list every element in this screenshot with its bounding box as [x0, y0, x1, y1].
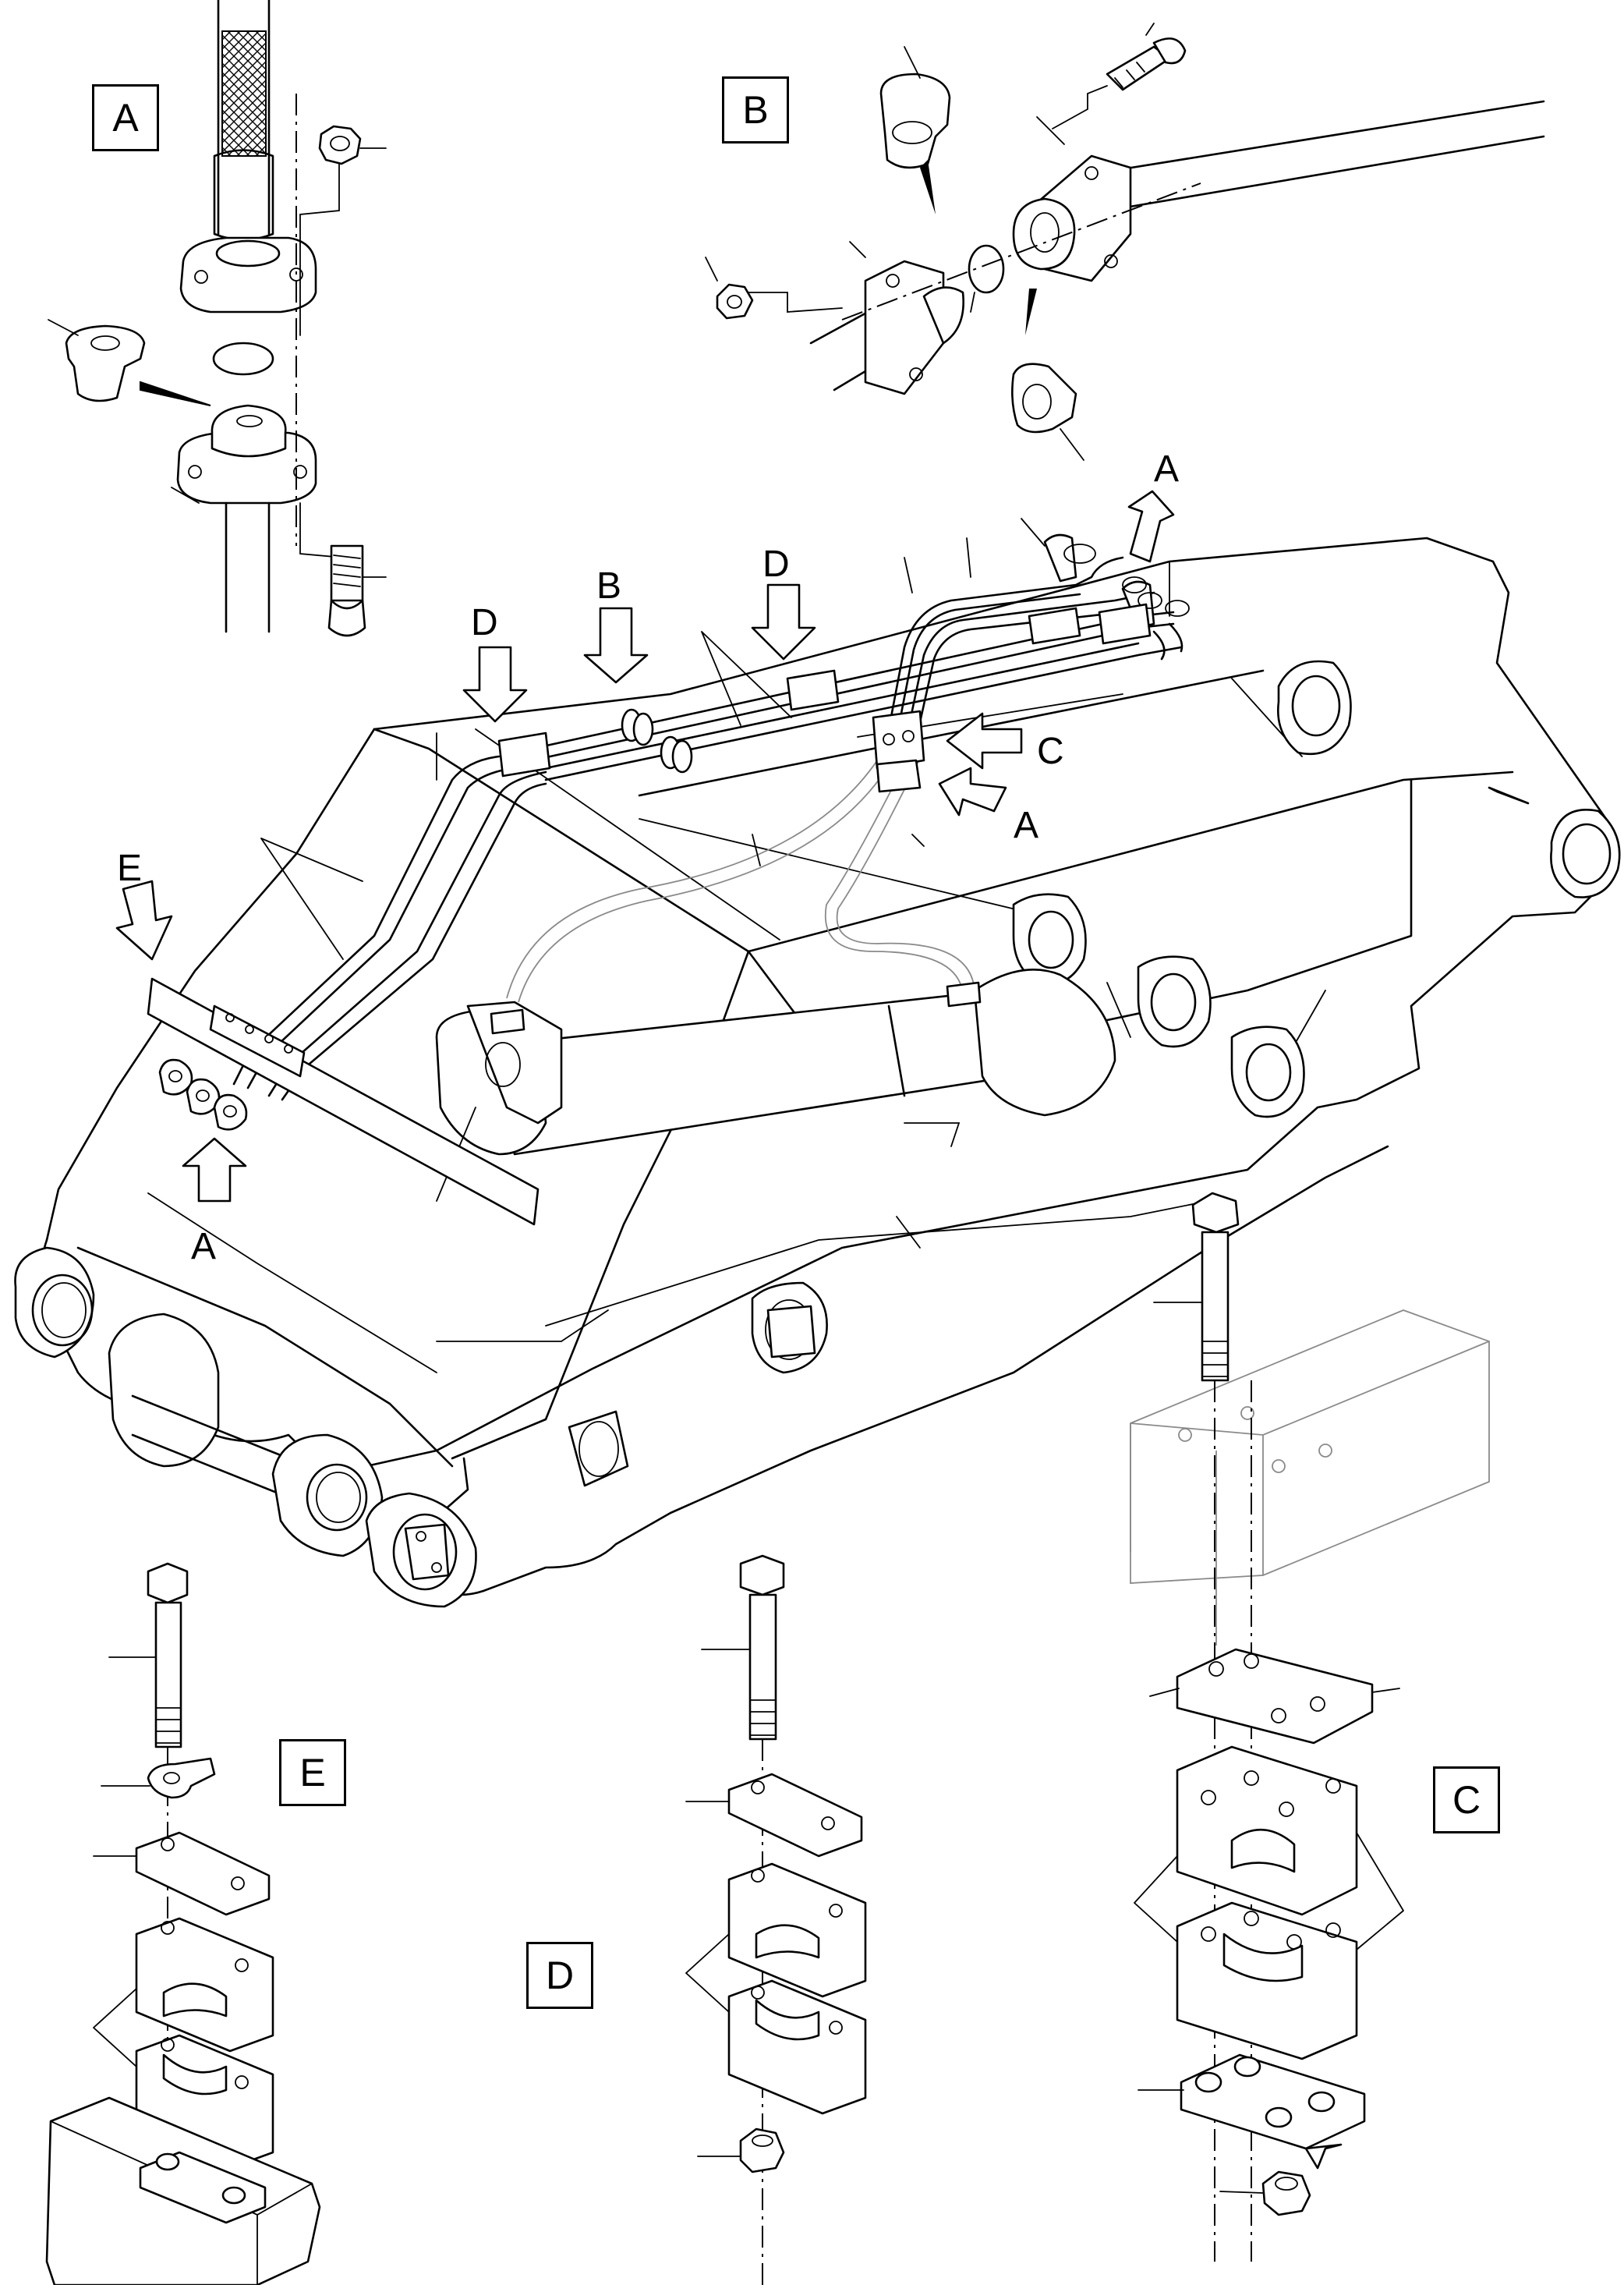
arrow-d-mid [751, 583, 816, 661]
detail-c-clamp-assembly [1130, 1192, 1490, 2262]
view-arrows [115, 490, 1175, 1203]
arrow-label-c-right: C [1037, 731, 1064, 772]
arrow-e-left [115, 880, 173, 961]
arrow-label-b-top: B [596, 565, 622, 607]
arrow-label-a-mid: A [1014, 805, 1039, 846]
detail-label-e: E [279, 1739, 346, 1806]
detail-label-a: A [92, 84, 159, 151]
arrow-a-bottom [182, 1137, 247, 1203]
arrow-label-e-left: E [117, 848, 143, 889]
detail-label-d: D [526, 1942, 593, 2009]
detail-a-flange-assembly [48, 0, 387, 637]
arrow-b-top [583, 607, 649, 684]
arrow-label-d-mid: D [762, 544, 790, 585]
boom-body [14, 537, 1621, 1608]
arrow-c-right [946, 712, 1023, 770]
detail-d-clamp-assembly [685, 1554, 867, 2285]
detail-label-b: B [722, 76, 789, 143]
arrow-d-left [462, 646, 528, 723]
arrow-label-d-left: D [471, 602, 498, 643]
arrow-a-top-right [1127, 490, 1175, 563]
callout-leader-lines [260, 518, 1046, 960]
arrow-a-mid [938, 767, 1007, 817]
detail-label-c: C [1433, 1766, 1500, 1833]
detail-e-clamp-assembly [45, 1562, 321, 2285]
arrow-label-a-bottom: A [191, 1226, 217, 1267]
detail-b-flange-joint [705, 23, 1545, 461]
arrow-label-a-top-right: A [1154, 448, 1180, 490]
hydraulic-pipes [147, 533, 1190, 1226]
